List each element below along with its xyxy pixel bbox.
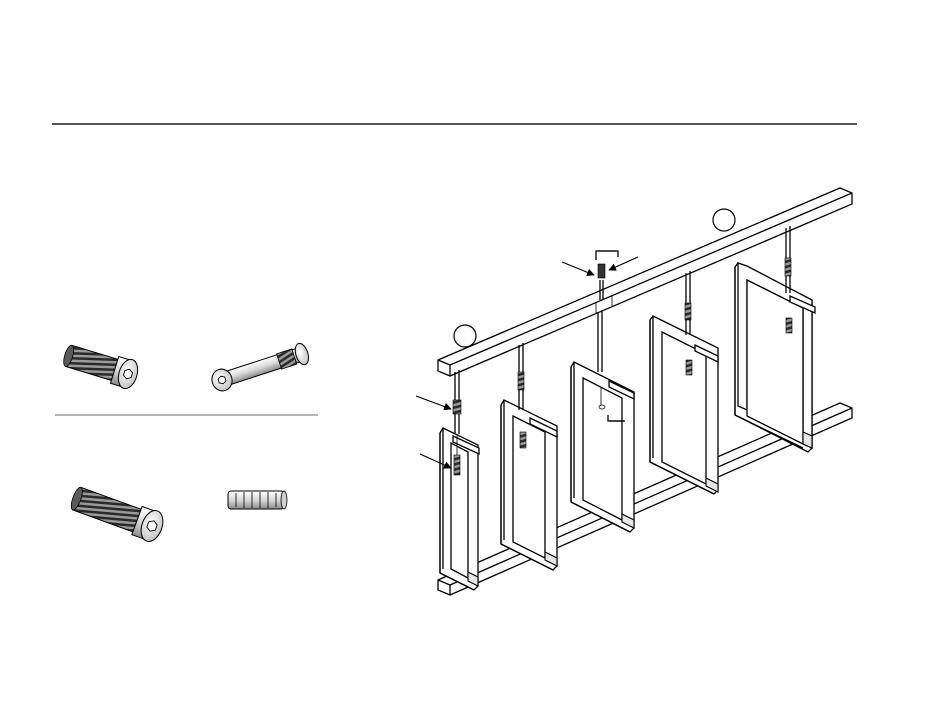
- hardware-panel: [55, 340, 318, 544]
- frame-4: [650, 316, 718, 494]
- allen-key-icon: [596, 251, 618, 260]
- frame-1: [440, 428, 479, 590]
- frame-3: [571, 362, 634, 532]
- socket-head-bolt-short-icon: [60, 340, 140, 391]
- callout-circle-right: [713, 209, 735, 231]
- frame-5: [735, 263, 815, 452]
- arrow-3: [562, 262, 594, 275]
- arrow-4: [609, 257, 638, 270]
- joint-connector-bolt-icon: [209, 342, 311, 394]
- frame-2: [501, 400, 557, 570]
- assembly-drawing: [416, 188, 852, 595]
- wooden-dowel-icon: [228, 491, 287, 509]
- arrow-1: [416, 396, 451, 409]
- socket-head-bolt-long-icon: [68, 482, 167, 544]
- callout-circle-left: [454, 325, 476, 347]
